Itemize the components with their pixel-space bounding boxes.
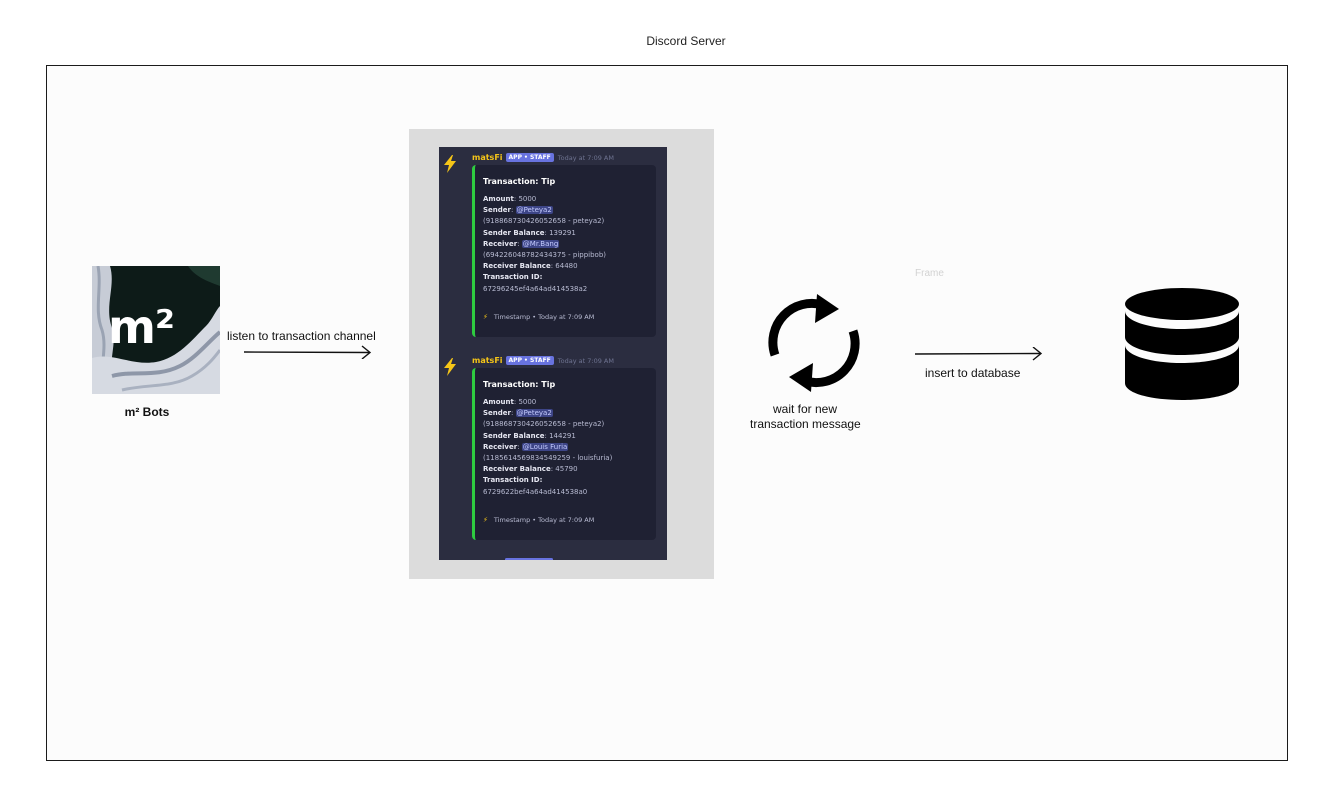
insert-label: insert to database — [925, 366, 1021, 380]
next-message-tag-peek — [505, 558, 553, 560]
sender-mention[interactable]: @Peteya2 — [515, 409, 553, 418]
embed-title: Transaction: Tip — [483, 177, 556, 186]
sender-balance-value: 139291 — [549, 228, 576, 237]
database-icon — [1125, 288, 1239, 400]
embed-title: Transaction: Tip — [483, 380, 556, 389]
receiver-balance-value: 64480 — [555, 262, 578, 271]
sender-id: (918868730426052658 - peteya2) — [483, 217, 605, 226]
footer-text: Timestamp • Today at 7:09 AM — [493, 516, 595, 524]
transaction-id-label: Transaction ID: — [483, 476, 543, 485]
wait-label-line2: transaction message — [750, 417, 861, 431]
transaction-id-value: 67296245ef4a64ad414538a2 — [483, 284, 588, 293]
lightning-bolt-icon — [444, 358, 456, 376]
receiver-id: (694226048782434375 - pippibob) — [483, 251, 606, 260]
receiver-mention[interactable]: @Mr.Bang — [521, 239, 560, 248]
footer-text: Timestamp • Today at 7:09 AM — [493, 313, 595, 321]
footer-bolt-icon: ⚡ — [483, 313, 488, 321]
receiver-label: Receiver — [483, 442, 518, 451]
frame-title: Discord Server — [646, 34, 726, 48]
sender-balance-value: 144291 — [549, 431, 576, 440]
amount-value: 5000 — [518, 195, 537, 203]
sender-mention[interactable]: @Peteya2 — [515, 206, 553, 215]
message-time: Today at 7:09 AM — [557, 154, 614, 162]
app-staff-tag: APP • STAFF — [505, 153, 554, 162]
embed-footer: ⚡ Timestamp • Today at 7:09 AM — [483, 313, 594, 321]
amount-value: 5000 — [518, 398, 537, 406]
m2-bots-logo: m² — [92, 266, 220, 394]
author-name[interactable]: matsFi — [472, 356, 503, 365]
receiver-balance-label: Receiver Balance — [483, 465, 551, 474]
bot-name: m² Bots — [124, 405, 170, 419]
amount-label: Amount — [483, 398, 514, 406]
receiver-mention[interactable]: @Louis Furia — [521, 442, 569, 451]
sender-balance-label: Sender Balance — [483, 228, 545, 237]
transaction-id-value: 6729622bef4a64ad414538a0 — [483, 487, 588, 496]
wait-label-line1: wait for new — [773, 402, 838, 416]
transaction-embed: Transaction: Tip Amount: 5000 Sender: @P… — [472, 165, 656, 337]
amount-label: Amount — [483, 195, 514, 203]
app-staff-tag: APP • STAFF — [505, 356, 554, 365]
receiver-balance-label: Receiver Balance — [483, 262, 551, 271]
m2-logo-text: m² — [108, 300, 175, 354]
frame-ghost-label: Frame — [915, 268, 944, 279]
footer-bolt-icon: ⚡ — [483, 516, 488, 524]
lightning-bolt-icon — [444, 155, 456, 173]
sender-label: Sender — [483, 206, 511, 215]
author-name[interactable]: matsFi — [472, 153, 503, 162]
embed-footer: ⚡ Timestamp • Today at 7:09 AM — [483, 516, 594, 524]
transaction-id-label: Transaction ID: — [483, 273, 543, 282]
transaction-embed: Transaction: Tip Amount: 5000 Sender: @P… — [472, 368, 656, 540]
listen-label: listen to transaction channel — [227, 329, 376, 343]
sender-label: Sender — [483, 409, 511, 418]
refresh-cycle-icon — [768, 294, 860, 392]
arrow-right-icon — [914, 347, 1043, 361]
arrow-right-icon — [243, 345, 372, 359]
receiver-label: Receiver — [483, 239, 518, 248]
receiver-balance-value: 45790 — [555, 465, 578, 474]
sender-balance-label: Sender Balance — [483, 431, 545, 440]
receiver-id: (1185614569834549259 - louisfuria) — [483, 454, 613, 463]
sender-id: (918868730426052658 - peteya2) — [483, 420, 605, 429]
message-time: Today at 7:09 AM — [557, 357, 614, 365]
